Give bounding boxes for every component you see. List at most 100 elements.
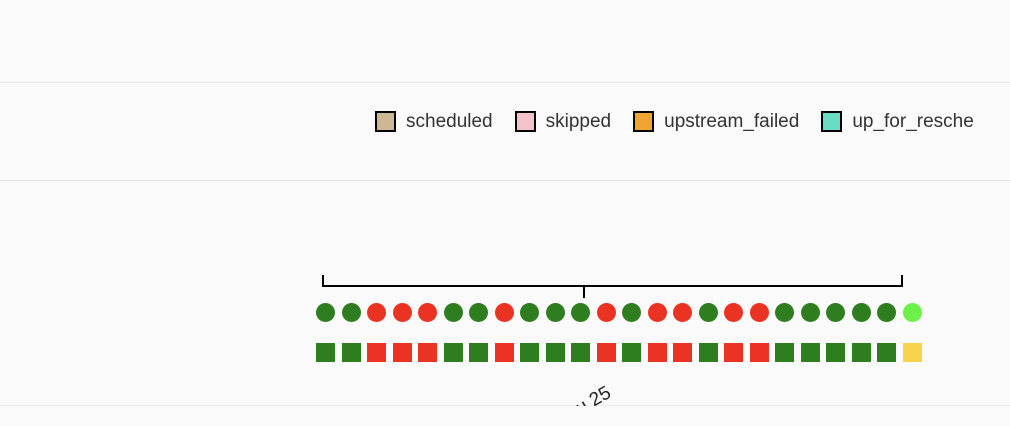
dag-run-cell[interactable] xyxy=(596,302,623,322)
task-instance-marker-success[interactable] xyxy=(877,342,896,362)
dag-run-marker-success[interactable] xyxy=(520,302,539,322)
dag-run-marker-success[interactable] xyxy=(851,302,871,322)
task-instance-marker-success[interactable] xyxy=(571,342,590,362)
dag-run-marker-success[interactable] xyxy=(469,302,488,322)
task-instance-cell[interactable] xyxy=(877,342,903,362)
task-instance-marker-success[interactable] xyxy=(622,342,641,362)
task-instance-cell[interactable] xyxy=(341,342,368,362)
task-instance-cell[interactable] xyxy=(571,342,597,362)
task-instance-cell[interactable] xyxy=(826,342,852,362)
dag-run-cell[interactable] xyxy=(902,302,929,322)
legend-item-skipped[interactable]: skipped xyxy=(514,111,611,132)
dag-run-marker-success[interactable] xyxy=(800,302,820,322)
task-instance-cell[interactable] xyxy=(775,342,801,362)
task-instance-marker-success[interactable] xyxy=(316,342,335,362)
dag-run-marker-failed[interactable] xyxy=(392,302,412,322)
task-instance-cell[interactable] xyxy=(749,342,776,362)
dag-run-cell[interactable] xyxy=(443,302,470,322)
dag-run-cell[interactable] xyxy=(341,302,368,322)
task-instance-marker-success[interactable] xyxy=(520,342,539,362)
task-instance-marker-failed[interactable] xyxy=(596,342,616,362)
dag-run-cell[interactable] xyxy=(316,302,342,322)
dag-run-marker-success[interactable] xyxy=(571,302,590,322)
legend-item-upstream-failed[interactable]: upstream_failed xyxy=(633,111,799,132)
task-instance-cell[interactable] xyxy=(443,342,470,362)
task-instance-cell[interactable] xyxy=(520,342,546,362)
task-instance-marker-success[interactable] xyxy=(341,342,361,362)
dag-run-cell[interactable] xyxy=(418,302,444,322)
dag-run-marker-failed[interactable] xyxy=(596,302,616,322)
dag-run-cell[interactable] xyxy=(698,302,725,322)
task-instance-marker-failed[interactable] xyxy=(494,342,514,362)
task-instance-marker-success[interactable] xyxy=(826,342,845,362)
task-instance-marker-success[interactable] xyxy=(443,342,463,362)
dag-run-cell[interactable] xyxy=(826,302,852,322)
task-instance-marker-success[interactable] xyxy=(469,342,488,362)
task-instance-marker-failed[interactable] xyxy=(673,342,692,362)
task-instance-cell[interactable] xyxy=(418,342,444,362)
dag-run-cell[interactable] xyxy=(851,302,878,322)
task-instance-cell[interactable] xyxy=(545,342,572,362)
task-instance-cell[interactable] xyxy=(494,342,521,362)
dag-run-cell[interactable] xyxy=(520,302,546,322)
dag-run-cell[interactable] xyxy=(647,302,674,322)
dag-run-marker-success[interactable] xyxy=(775,302,794,322)
dag-run-cell[interactable] xyxy=(749,302,776,322)
dag-run-marker-failed[interactable] xyxy=(418,302,437,322)
task-instance-marker-success[interactable] xyxy=(698,342,718,362)
task-instance-cell[interactable] xyxy=(851,342,878,362)
dag-run-cell[interactable] xyxy=(494,302,521,322)
dag-run-cell[interactable] xyxy=(469,302,495,322)
legend-item-up-for-resche[interactable]: up_for_resche xyxy=(821,111,974,132)
dag-run-cell[interactable] xyxy=(392,302,419,322)
dag-run-marker-failed[interactable] xyxy=(724,302,743,322)
task-instance-cell[interactable] xyxy=(469,342,495,362)
task-instance-marker-success[interactable] xyxy=(545,342,565,362)
dag-run-marker-failed[interactable] xyxy=(749,302,769,322)
task-instance-marker-success[interactable] xyxy=(851,342,871,362)
dag-run-marker-success[interactable] xyxy=(877,302,896,322)
task-instance-cell[interactable] xyxy=(902,342,929,362)
dag-run-marker-success[interactable] xyxy=(698,302,718,322)
dag-run-cell[interactable] xyxy=(775,302,801,322)
dag-run-marker-success[interactable] xyxy=(341,302,361,322)
dag-run-cell[interactable] xyxy=(877,302,903,322)
dag-run-marker-success[interactable] xyxy=(316,302,335,322)
task-instance-cell[interactable] xyxy=(673,342,699,362)
legend-item-scheduled[interactable]: scheduled xyxy=(375,111,493,132)
dag-run-marker-failed[interactable] xyxy=(673,302,692,322)
task-instance-cell[interactable] xyxy=(800,342,827,362)
task-instance-marker-success[interactable] xyxy=(775,342,794,362)
dag-run-cell[interactable] xyxy=(673,302,699,322)
task-instance-cell[interactable] xyxy=(596,342,623,362)
task-instance-marker-failed[interactable] xyxy=(367,342,386,362)
dag-run-marker-success[interactable] xyxy=(622,302,641,322)
task-instance-marker-success[interactable] xyxy=(800,342,820,362)
dag-run-marker-failed[interactable] xyxy=(647,302,667,322)
dag-run-cell[interactable] xyxy=(800,302,827,322)
task-instance-marker-failed[interactable] xyxy=(418,342,437,362)
task-instance-marker-failed[interactable] xyxy=(749,342,769,362)
task-instance-cell[interactable] xyxy=(698,342,725,362)
dag-run-cell[interactable] xyxy=(367,302,393,322)
dag-run-cell[interactable] xyxy=(545,302,572,322)
dag-run-marker-running[interactable] xyxy=(902,302,922,322)
task-instance-cell[interactable] xyxy=(647,342,674,362)
dag-run-marker-success[interactable] xyxy=(826,302,845,322)
task-instance-cell[interactable] xyxy=(622,342,648,362)
task-instance-cell[interactable] xyxy=(392,342,419,362)
dag-run-marker-success[interactable] xyxy=(545,302,565,322)
task-instance-cell[interactable] xyxy=(724,342,750,362)
task-instance-marker-failed[interactable] xyxy=(647,342,667,362)
task-instance-marker-failed[interactable] xyxy=(724,342,743,362)
dag-run-marker-success[interactable] xyxy=(443,302,463,322)
dag-run-marker-failed[interactable] xyxy=(367,302,386,322)
dag-run-cell[interactable] xyxy=(571,302,597,322)
task-instance-cell[interactable] xyxy=(316,342,342,362)
dag-run-cell[interactable] xyxy=(724,302,750,322)
dag-run-marker-failed[interactable] xyxy=(494,302,514,322)
task-instance-cell[interactable] xyxy=(367,342,393,362)
task-instance-marker-failed[interactable] xyxy=(392,342,412,362)
dag-run-cell[interactable] xyxy=(622,302,648,322)
task-instance-marker-up_for_retry[interactable] xyxy=(902,342,922,362)
